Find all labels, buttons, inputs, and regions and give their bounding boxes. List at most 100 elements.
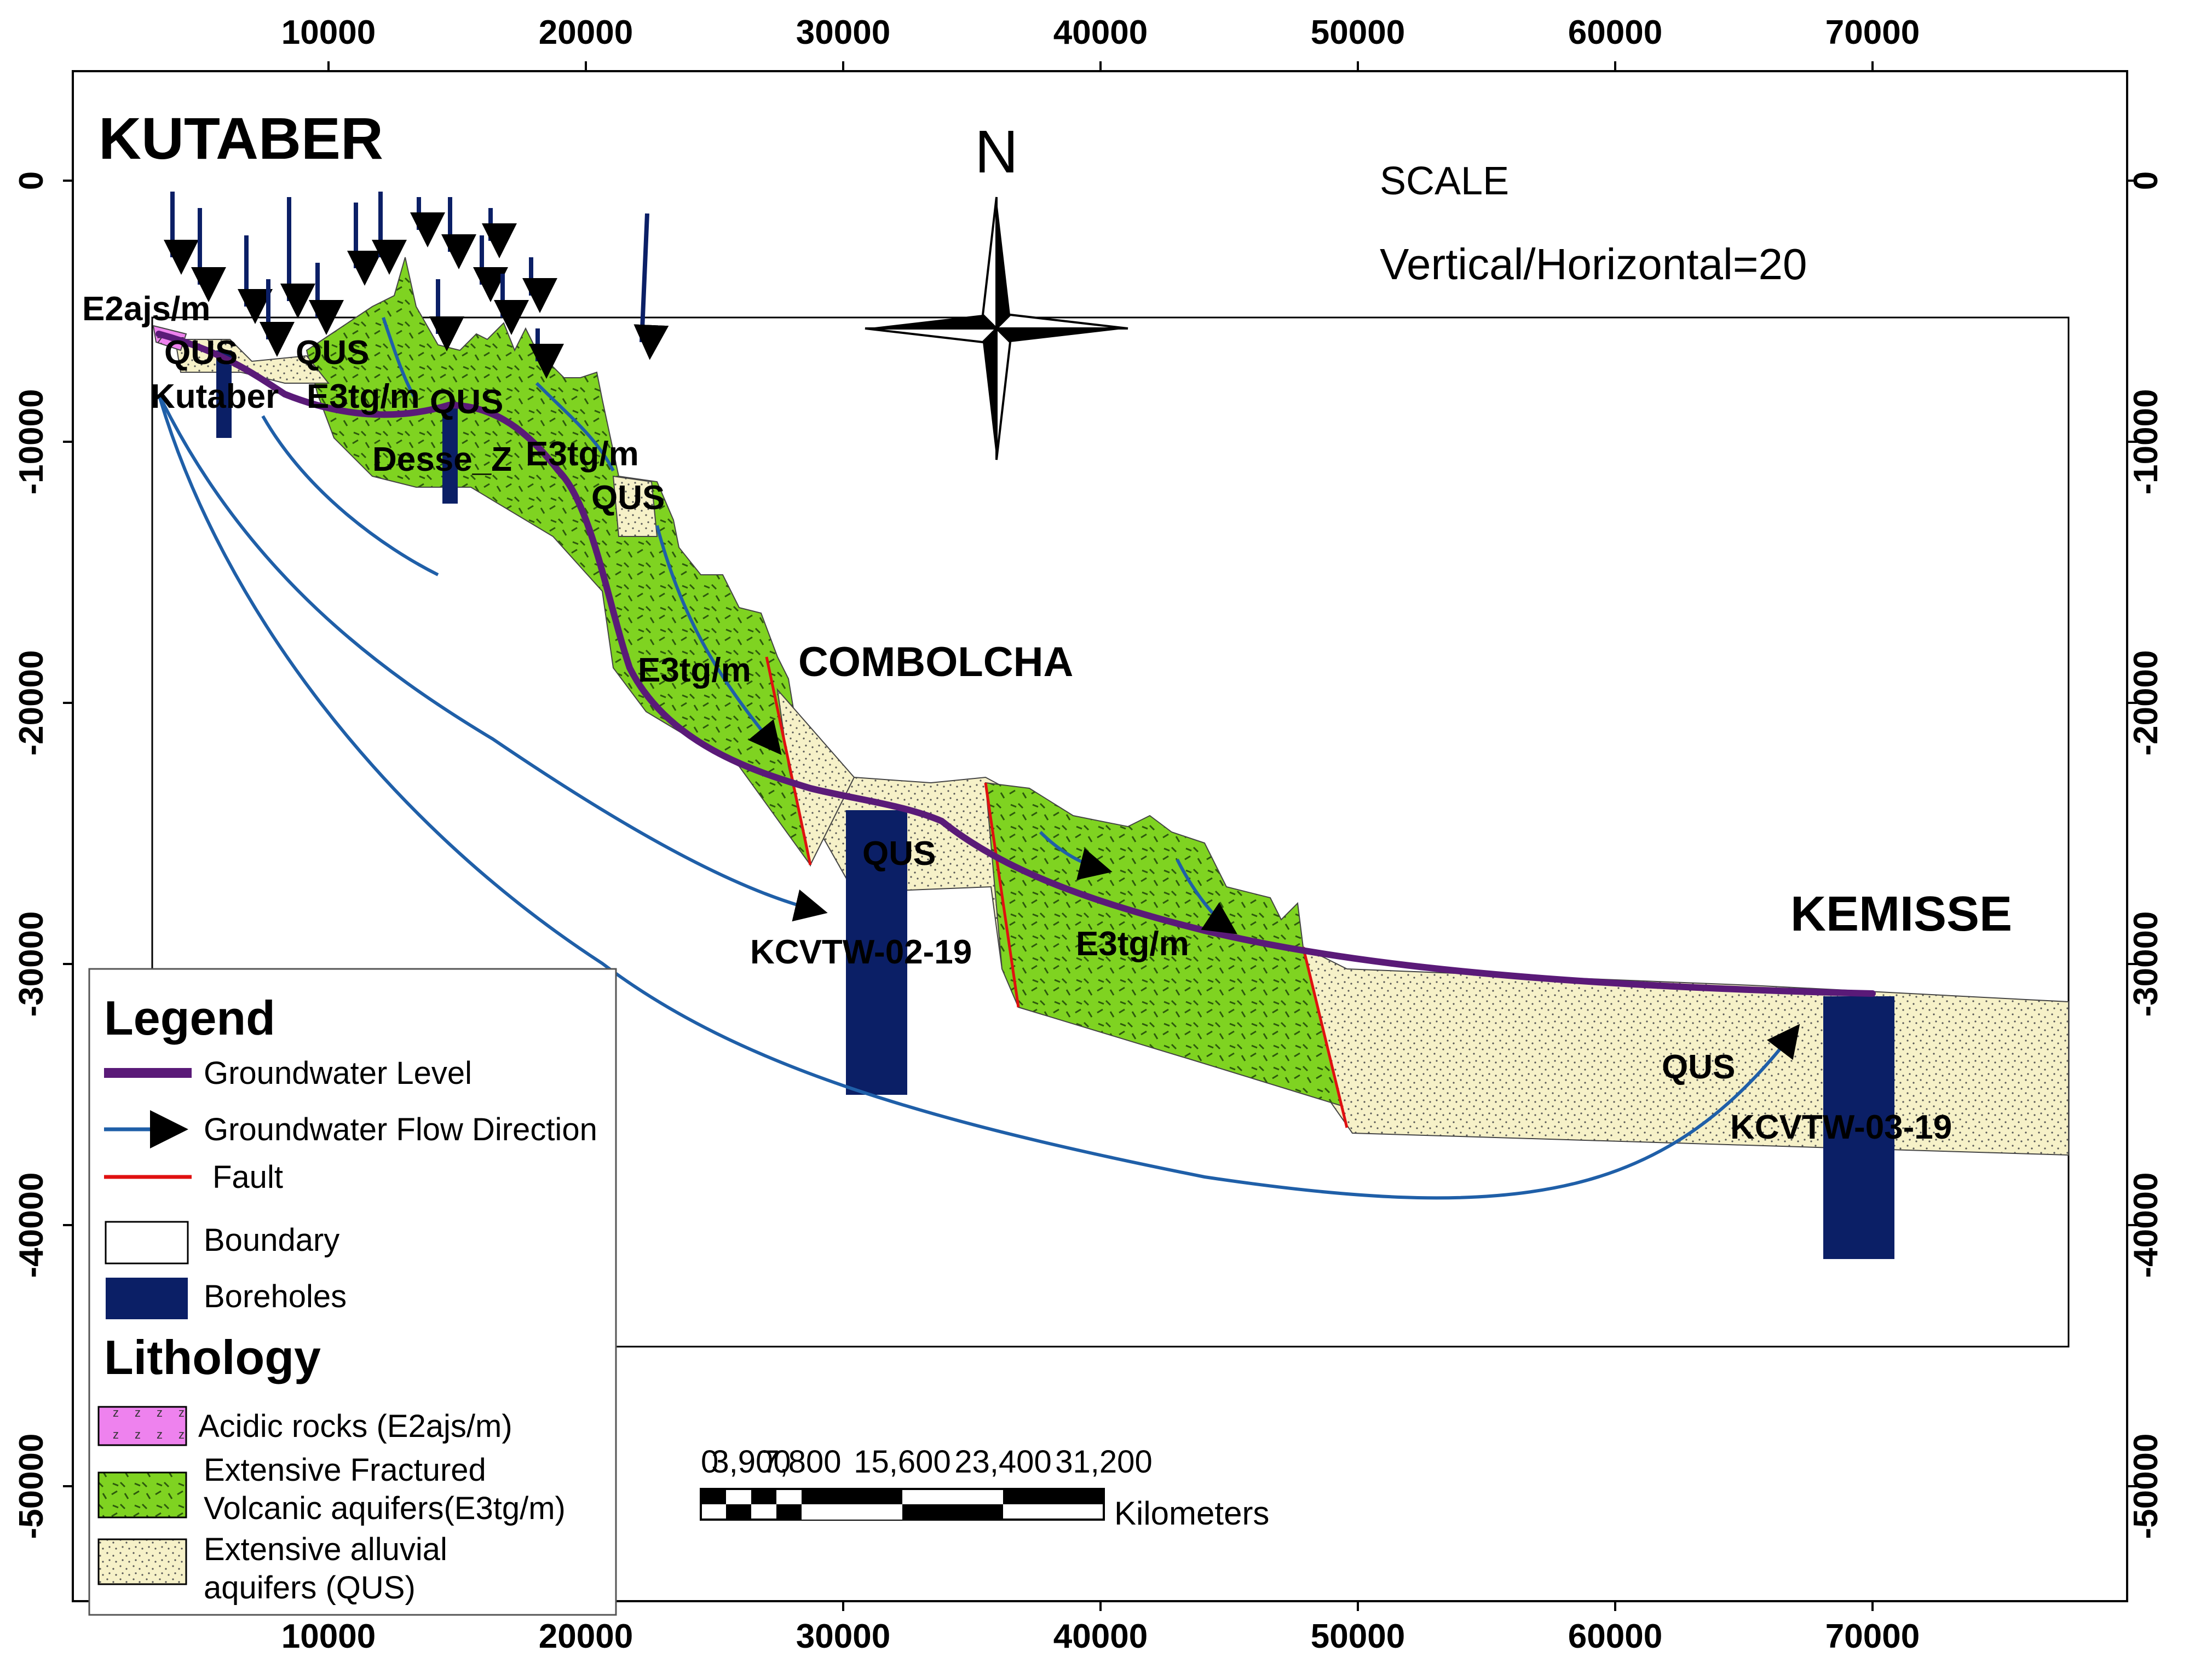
scale-tick-label: 3,900 [711,1444,791,1480]
scale-unit: Kilometers [1114,1495,1269,1532]
scale-tick-label: 7,800 [762,1444,841,1480]
label-kcvtw-03-19: KCVTW-03-19 [1730,1109,1952,1146]
legend-label-line2: aquifers (QUS) [204,1570,416,1606]
label-qus: QUS [296,334,369,372]
flow-arrow-local [382,317,418,401]
label-qus: QUS [591,479,665,517]
place-kemisse: KEMISSE [1790,887,2012,942]
borehole-desse [442,405,458,504]
x-tick-label: 40000 [1053,14,1148,51]
boundary-box [151,316,2070,1348]
label-qus: QUS [430,383,503,421]
y-tick-label: -40000 [13,1172,50,1278]
legend: Legend Groundwater Level Groundwater Flo… [88,968,617,1616]
groundwater-level-line [155,331,1876,997]
label-kcvtw-02-19: KCVTW-02-19 [750,933,972,971]
scale-title: SCALE [1380,159,1509,203]
y-tick-label: -50000 [2127,1433,2165,1539]
y-tick-label: -30000 [13,911,50,1017]
borehole-kutaber [216,350,232,438]
label-desse: Desse_Z [372,441,512,478]
legend-label-line2: Volcanic aquifers(E3tg/m) [204,1491,566,1526]
legend-label: Boundary [204,1222,339,1258]
y-tick-label: -10000 [2127,389,2165,494]
place-kutaber: KUTABER [99,105,383,171]
scale-tick-label: 0 [701,1444,718,1480]
north-arrow: N [865,118,1128,460]
label-e2ajs: E2ajs/m [82,290,210,328]
recharge-arrow [633,213,669,360]
label-e3tg: E3tg/m [307,378,420,415]
legend-label: Acidic rocks (E2ajs/m) [198,1408,512,1444]
x-axis-bottom: 10000 20000 30000 40000 50000 60000 70000 [281,1601,1920,1655]
legend-swatch-acidic [97,1406,187,1446]
legend-swatch-boundary [105,1221,189,1265]
label-e3tg: E3tg/m [1076,925,1189,963]
legend-label: Fault [212,1159,283,1195]
flow-arrow-regional [157,394,1800,1200]
legend-swatch-alluvial [97,1538,187,1585]
label-qus: QUS [164,334,238,372]
flow-arrow-local [1176,858,1237,934]
y-tick-label: -50000 [13,1433,50,1539]
scale-tick-label: 31,200 [1055,1444,1152,1480]
x-tick-label: 70000 [1825,1618,1920,1655]
legend-label: Boreholes [204,1279,347,1314]
north-label: N [975,118,1018,186]
flow-arrow-deep [157,393,828,922]
recharge-arrows [164,192,669,379]
scale-ratio: Vertical/Horizontal=20 [1380,240,1807,288]
alluvial-patch-upper [612,475,658,537]
borehole-kcvtw-02-19 [846,810,907,1095]
legend-label: Extensive Fractured [204,1452,486,1488]
x-tick-label: 20000 [539,1618,633,1655]
flow-arrow-local [655,525,782,755]
x-tick-label: 10000 [281,14,376,51]
x-tick-label: 60000 [1568,1618,1662,1655]
legend-label: Extensive alluvial [204,1532,447,1567]
scale-tick-label: 23,400 [954,1444,1051,1480]
boreholes [216,350,1894,1259]
volcanic-unit-lower [984,782,1343,1107]
borehole-kcvtw-03-19 [1823,996,1894,1259]
flow-arrow-local [535,382,615,472]
y-tick-label: -30000 [2127,911,2165,1017]
x-tick-label: 40000 [1053,1618,1148,1655]
y-axis-right: 0 -10000 -20000 -30000 -40000 -50000 [2127,171,2165,1539]
x-tick-label: 30000 [796,1618,890,1655]
flow-arrow-local [1039,830,1113,880]
flow-arrows [157,317,1800,1200]
label-e3tg: E3tg/m [638,651,751,689]
legend-label: Groundwater Level [204,1055,472,1091]
y-tick-label: -40000 [2127,1172,2165,1278]
lithology-title: Lithology [104,1330,321,1384]
y-axis-left: 0-10000-20000-30000-40000-50000 [13,171,73,1539]
x-tick-label: 10000 [281,1618,376,1655]
y-tick-label: -20000 [13,650,50,755]
legend-title: Legend [104,991,275,1045]
label-qus: QUS [1662,1048,1735,1086]
legend-swatch-borehole [106,1278,188,1319]
faults [765,656,1349,1128]
y-tick-label: -20000 [2127,650,2165,755]
flow-arrow-local [261,415,439,576]
legend-swatch-volcanic [97,1471,187,1519]
place-combolcha: COMBOLCHA [798,639,1073,685]
fault-line [1301,946,1349,1128]
label-qus: QUS [862,835,936,873]
x-tick-label: 60000 [1568,14,1662,51]
x-tick-label: 20000 [539,14,633,51]
label-kutaber-well: Kutaber [151,378,279,415]
x-tick-label: 50000 [1311,1618,1405,1655]
fault-line [984,782,1020,1008]
fault-line [765,656,812,865]
y-tick-label: 0 [13,171,50,190]
x-tick-label: 30000 [796,14,890,51]
scale-tick-label: 15,600 [854,1444,951,1480]
x-tick-label: 50000 [1311,14,1405,51]
y-tick-label: 0 [2127,171,2165,190]
